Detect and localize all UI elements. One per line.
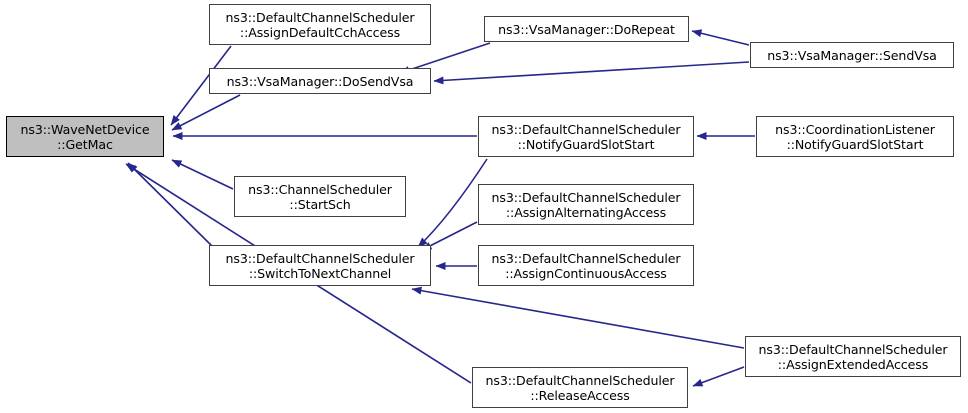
- node-label-line2: ::AssignDefaultCchAccess: [239, 24, 401, 40]
- node-ns3-vsamanager-dosendvsa[interactable]: ns3::VsaManager::DoSendVsa: [209, 68, 431, 94]
- node-ns3-defaultchannelscheduler-assigncontinuousaccess[interactable]: ns3::DefaultChannelScheduler ::AssignCon…: [478, 245, 694, 286]
- node-label-line1: ns3::CoordinationListener: [775, 121, 935, 137]
- node-ns3-defaultchannelscheduler-switchtonextchannel[interactable]: ns3::DefaultChannelScheduler ::SwitchToN…: [209, 245, 431, 286]
- node-label-line2: ::NotifyGuardSlotStart: [786, 136, 924, 152]
- node-label-line2: ::AssignExtendedAccess: [777, 356, 929, 372]
- edge-assign-extended-access-to-switch-to-next-channel: [411, 286, 745, 349]
- node-ns3-wavenetdevice-getmac[interactable]: ns3::WaveNetDevice ::GetMac: [6, 116, 164, 157]
- edge-do-send-vsa-to-getmac: [171, 94, 241, 131]
- node-ns3-defaultchannelscheduler-assignalternatingaccess[interactable]: ns3::DefaultChannelScheduler ::AssignAlt…: [478, 184, 694, 225]
- edge-send-vsa-to-do-send-vsa: [433, 61, 750, 85]
- node-label-line1: ns3::DefaultChannelScheduler: [491, 189, 681, 205]
- node-ns3-defaultchannelscheduler-notifyguardslotstart[interactable]: ns3::DefaultChannelScheduler ::NotifyGua…: [478, 116, 694, 157]
- node-label-line1: ns3::DefaultChannelScheduler: [225, 250, 415, 266]
- node-ns3-channelscheduler-startsch[interactable]: ns3::ChannelScheduler ::StartSch: [234, 176, 406, 217]
- edge-switch-to-next-channel-to-getmac: [127, 162, 214, 248]
- node-ns3-vsamanager-sendvsa[interactable]: ns3::VsaManager::SendVsa: [750, 42, 954, 68]
- edge-assign-extended-access-to-release-access: [692, 366, 745, 387]
- node-label-line1: ns3::VsaManager::DoRepeat: [498, 21, 675, 37]
- node-ns3-vsamanager-dorepeat[interactable]: ns3::VsaManager::DoRepeat: [484, 16, 689, 42]
- node-ns3-defaultchannelscheduler-assignextendedaccess[interactable]: ns3::DefaultChannelScheduler ::AssignExt…: [745, 336, 961, 377]
- node-label-line1: ns3::DefaultChannelScheduler: [225, 9, 415, 25]
- node-label-line2: ::AssignContinuousAccess: [505, 265, 667, 281]
- edge-send-vsa-to-do-repeat: [691, 29, 750, 46]
- node-ns3-defaultchannelscheduler-releaseaccess[interactable]: ns3::DefaultChannelScheduler ::ReleaseAc…: [472, 367, 688, 408]
- node-label-line2: ::GetMac: [57, 136, 113, 152]
- node-ns3-coordinationlistener-notifyguardslotstart[interactable]: ns3::CoordinationListener ::NotifyGuardS…: [756, 116, 954, 157]
- node-label-line2: ::AssignAlternatingAccess: [505, 204, 667, 220]
- node-label-line1: ns3::DefaultChannelScheduler: [485, 372, 675, 388]
- node-label-line1: ns3::DefaultChannelScheduler: [491, 250, 681, 266]
- node-label-line1: ns3::VsaManager::DoSendVsa: [226, 73, 414, 89]
- node-ns3-defaultchannelscheduler-assigndefaultcchaccess[interactable]: ns3::DefaultChannelScheduler ::AssignDef…: [209, 4, 431, 45]
- node-label-line1: ns3::DefaultChannelScheduler: [491, 121, 681, 137]
- node-label-line2: ::ReleaseAccess: [530, 387, 630, 403]
- node-label-line2: ::SwitchToNextChannel: [248, 265, 392, 281]
- node-label-line2: ::NotifyGuardSlotStart: [517, 136, 655, 152]
- node-label-line1: ns3::WaveNetDevice: [20, 121, 150, 137]
- node-label-line1: ns3::ChannelScheduler: [248, 181, 392, 197]
- node-label-line2: ::StartSch: [289, 196, 351, 212]
- edge-notify-guard-slot-start-to-switch-to-next-channel: [417, 158, 488, 248]
- node-label-line1: ns3::DefaultChannelScheduler: [758, 341, 948, 357]
- node-label-line1: ns3::VsaManager::SendVsa: [767, 47, 937, 63]
- edge-start-sch-to-getmac: [171, 159, 234, 190]
